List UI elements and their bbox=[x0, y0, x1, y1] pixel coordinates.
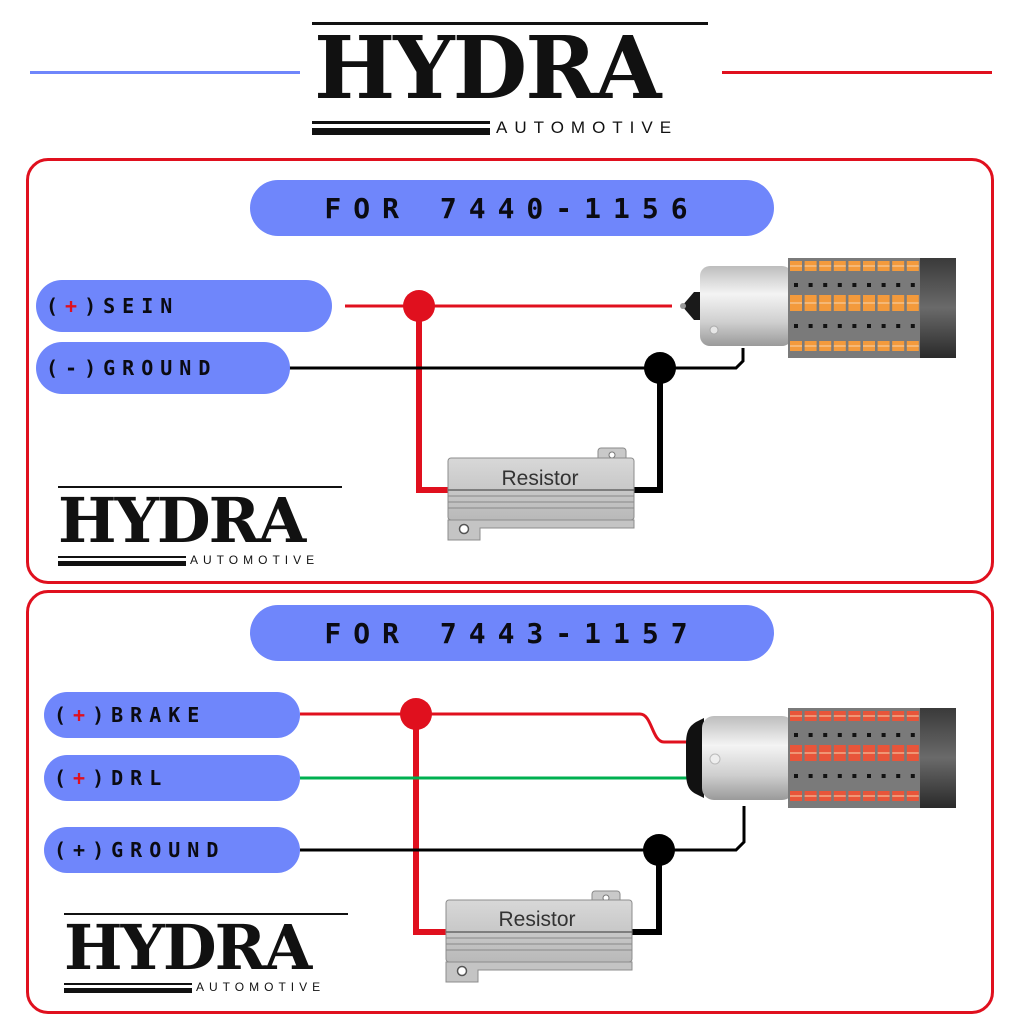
led-dot bbox=[910, 283, 915, 287]
logo-wordmark: HYDRA bbox=[314, 18, 661, 119]
led-dot bbox=[852, 774, 857, 778]
header-logo: HYDRA AUTOMOTIVE bbox=[310, 18, 710, 138]
led-dot bbox=[896, 774, 901, 778]
led-dot bbox=[896, 283, 901, 287]
resistor-1: Resistor bbox=[447, 447, 635, 541]
label-ground-2-text: GROUND bbox=[111, 838, 226, 862]
logo-bar-thick bbox=[312, 128, 490, 135]
led-dot bbox=[808, 733, 813, 737]
led-dot bbox=[896, 733, 901, 737]
led-dot bbox=[852, 283, 857, 287]
panel-1-logo-wordmark: HYDRA bbox=[58, 484, 306, 557]
led-dot bbox=[837, 774, 842, 778]
brake-to-resistor-wire bbox=[413, 714, 448, 935]
header-left-line bbox=[30, 71, 300, 74]
led-dot bbox=[867, 733, 871, 737]
panel-2-title: FOR 7443-1157 bbox=[250, 605, 774, 661]
panel-1-title: FOR 7440-1156 bbox=[250, 180, 774, 236]
led-dot bbox=[881, 774, 886, 778]
bulb-1156-amber bbox=[680, 258, 956, 358]
positive-sign: + bbox=[73, 838, 93, 862]
ground-wire-2 bbox=[300, 806, 746, 852]
resistor-2-label: Resistor bbox=[498, 908, 575, 931]
led-dot bbox=[881, 324, 886, 328]
label-ground-1-text: GROUND bbox=[103, 356, 218, 380]
bulb-1157-red bbox=[686, 708, 956, 808]
led-dot bbox=[867, 774, 871, 778]
brake-wire bbox=[300, 712, 690, 744]
led-dot bbox=[794, 324, 798, 328]
resistor-2: Resistor bbox=[445, 890, 633, 983]
led-dot bbox=[910, 774, 915, 778]
panel-2-logo: HYDRA AUTOMOTIVE bbox=[62, 910, 352, 996]
led-dot bbox=[794, 774, 798, 778]
led-dot bbox=[881, 283, 886, 287]
led-dot bbox=[910, 733, 915, 737]
label-sein-text: SEIN bbox=[103, 294, 180, 318]
resistor-1-label: Resistor bbox=[501, 467, 578, 490]
label-drl-text: DRL bbox=[111, 766, 169, 790]
led-dot bbox=[837, 283, 842, 287]
led-dot bbox=[808, 774, 813, 778]
label-brake: (+)BRAKE bbox=[44, 692, 300, 738]
positive-sign: + bbox=[73, 703, 93, 727]
panel-2-logo-wordmark: HYDRA bbox=[64, 911, 312, 984]
panel-1-title-text: FOR 7440-1156 bbox=[324, 191, 700, 225]
logo-bar-thin bbox=[312, 121, 490, 124]
sein-to-resistor-wire bbox=[416, 306, 450, 493]
led-dot bbox=[852, 733, 857, 737]
label-brake-text: BRAKE bbox=[111, 703, 207, 727]
led-dot bbox=[837, 733, 842, 737]
resistor-to-ground-wire-2 bbox=[630, 850, 662, 935]
panel-2-title-text: FOR 7443-1157 bbox=[324, 616, 700, 650]
led-dot bbox=[794, 733, 798, 737]
led-dot bbox=[837, 324, 842, 328]
led-dot bbox=[823, 283, 828, 287]
label-drl: (+)DRL bbox=[44, 755, 300, 801]
logo-tagline: AUTOMOTIVE bbox=[496, 118, 679, 137]
panel-2-logo-tagline: AUTOMOTIVE bbox=[196, 980, 326, 994]
header-right-line bbox=[722, 71, 992, 74]
logo-top-rule bbox=[312, 22, 708, 25]
led-dot bbox=[808, 324, 813, 328]
led-dot bbox=[823, 324, 828, 328]
led-dot bbox=[867, 324, 871, 328]
panel-1-logo: HYDRA AUTOMOTIVE bbox=[56, 484, 346, 570]
led-dot bbox=[896, 324, 901, 328]
led-dot bbox=[867, 283, 871, 287]
label-sein: (+)SEIN bbox=[36, 280, 332, 332]
negative-sign: - bbox=[65, 356, 85, 380]
positive-sign: + bbox=[65, 294, 85, 318]
ground-wire-1 bbox=[288, 348, 745, 370]
label-ground-1: (-)GROUND bbox=[36, 342, 290, 394]
resistor-to-ground-wire-1 bbox=[632, 368, 663, 493]
led-dot bbox=[852, 324, 857, 328]
positive-sign: + bbox=[73, 766, 93, 790]
led-dot bbox=[823, 733, 828, 737]
label-ground-2: (+)GROUND bbox=[44, 827, 300, 873]
led-dot bbox=[808, 283, 813, 287]
led-dot bbox=[794, 283, 798, 287]
panel-1-logo-tagline: AUTOMOTIVE bbox=[190, 553, 320, 567]
led-dot bbox=[823, 774, 828, 778]
led-dot bbox=[910, 324, 915, 328]
led-dot bbox=[881, 733, 886, 737]
